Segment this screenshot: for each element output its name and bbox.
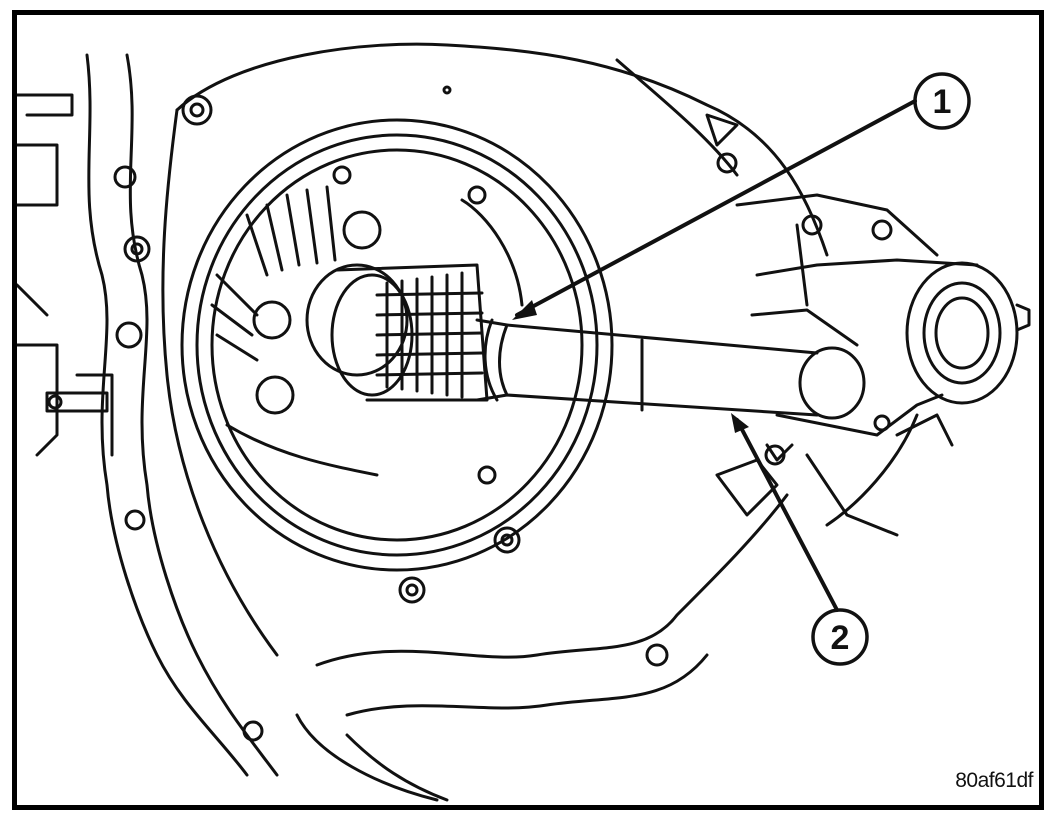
bellhousing-flange-left [85, 53, 279, 777]
callout-1-circle [913, 72, 971, 130]
bellhousing-outline [161, 42, 829, 657]
callout-1-leader [512, 99, 917, 320]
callout-2-number: 2 [831, 619, 850, 657]
transmission-line-drawing: 1 2 [17, 42, 1031, 802]
figure-id-label: 80af61df [955, 769, 1033, 792]
callout-1-number: 1 [933, 83, 952, 121]
extension-housing [735, 193, 1031, 537]
callout-2-leader [731, 413, 839, 612]
illustration-frame: 1 2 80af61df [12, 10, 1044, 810]
bellhousing-bottom [295, 458, 789, 802]
callout-2-circle [811, 608, 869, 666]
input-shaft [305, 263, 489, 402]
left-block [17, 93, 114, 457]
tool-bar [475, 318, 866, 420]
pump-detail [210, 165, 524, 485]
bellhousing-bore [180, 118, 614, 572]
